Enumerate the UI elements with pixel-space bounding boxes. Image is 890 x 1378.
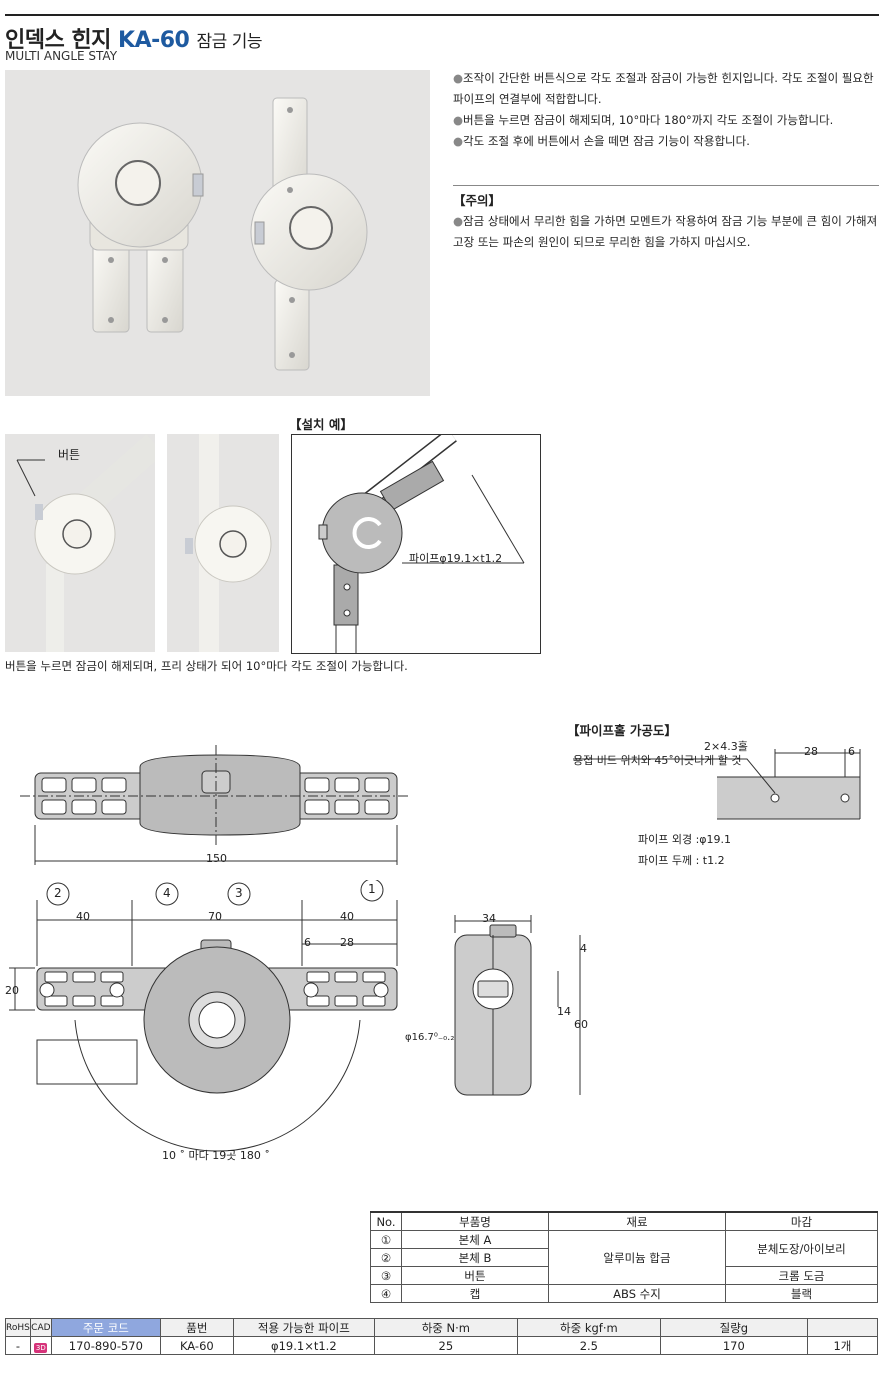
caution-title: 【주의】 [453,193,502,208]
order-header-code: 주문 코드 [50,1318,161,1337]
dim-28: 28 [340,936,354,949]
pipe-hole-label: 2×4.3홀 [704,740,748,753]
order-header-part: 품번 [159,1318,234,1337]
parts-header-no: No. [370,1211,402,1231]
dim-34: 34 [482,912,496,925]
parts-header-material: 재료 [548,1211,726,1231]
angle-note: 10 ˚ 마다 19곳 180 ˚ [162,1149,270,1162]
top-rule [5,14,879,16]
order-header-pipe: 적용 가능한 파이프 [232,1318,375,1337]
order-header-load-nm: 하중 N·m [373,1318,518,1337]
pipe-thickness: 파이프 두께 : t1.2 [638,854,725,867]
pipe-hole-dim-28: 28 [804,745,818,758]
order-header-unit [806,1318,879,1337]
side-view-drawing [440,915,590,1100]
description-bullet-3: ●각도 조절 후에 버튼에서 손을 떼면 잠금 기능이 작용합니다. [453,134,750,148]
table-row: ① 본체 A 알루미늄 합금 분체도장/아이보리 [370,1230,878,1285]
order-header-load-kgf: 하중 kgf·m [516,1318,661,1337]
table-row: - 3D 170-890-570 KA-60 φ19.1×t1.2 25 2.5… [5,1336,879,1355]
description-bullet-2: ●버튼을 누르면 잠금이 해제되며, 10°마다 180°까지 각도 조절이 가… [453,113,834,127]
page-title: 인덱스 힌지 KA-60 잠금 기능 [5,28,263,53]
install-photo-2 [167,434,279,652]
dim-40-left: 40 [76,910,90,923]
page-subtitle: MULTI ANGLE STAY [5,49,118,63]
description: ●조작이 간단한 버튼식으로 각도 조절과 잠금이 가능한 힌지입니다. 각도 … [453,68,883,152]
description-separator [453,185,879,186]
product-photo [5,70,430,396]
install-photo-1 [5,434,164,652]
description-bullet-1: ●조작이 간단한 버튼식으로 각도 조절과 잠금이 가능한 힌지입니다. 각도 … [453,71,874,106]
parts-header-name: 부품명 [401,1211,549,1231]
dim-60: 60 [574,1018,588,1031]
dim-20: 20 [5,984,19,997]
cad-3d-icon[interactable]: 3D [34,1342,48,1353]
table-row: ③ 버튼 크롬 도금 [370,1266,878,1285]
table-row: ④ 캡 ABS 수지 블랙 [370,1284,878,1303]
dim-40-right: 40 [340,910,354,923]
order-header-mass: 질량g [659,1318,808,1337]
dim-4: 4 [580,942,587,955]
pipe-hole-drawing [565,735,865,825]
dim-14: 14 [557,1005,571,1018]
title-suffix: 잠금 기능 [196,32,263,52]
install-caption: 버튼을 누르면 잠금이 해제되며, 프리 상태가 되어 10°마다 각도 조절이… [5,659,408,673]
install-diagram [291,428,541,654]
dim-16-7: φ16.7⁰₋₀.₂ [405,1032,455,1043]
order-table: RoHS CAD 주문 코드 품번 적용 가능한 파이프 하중 N·m 하중 k… [5,1318,879,1355]
front-view-drawing [5,878,415,1170]
dim-150: 150 [206,852,227,865]
order-header-rohs: RoHS [5,1318,31,1337]
caution-block: 【주의】 ●잠금 상태에서 무리한 힘을 가하면 모멘트가 작용하여 잠금 기능… [453,190,883,253]
callout-2: 2 [54,886,62,900]
dim-6: 6 [304,936,311,949]
callout-3: 3 [235,886,243,900]
pipe-hole-note: 용접 비드 위치와 45˚어긋나게 할 것 [573,754,742,767]
callout-1: 1 [368,882,376,896]
pipe-label: 파이프φ19.1×t1.2 [409,552,503,565]
caution-text: ●잠금 상태에서 무리한 힘을 가하면 모멘트가 작용하여 잠금 기능 부분에 … [453,214,878,249]
order-code: 170-890-570 [50,1336,161,1355]
pipe-hole-dim-6: 6 [848,745,855,758]
order-header-cad: CAD [29,1318,52,1337]
parts-header-finish: 마감 [725,1211,878,1231]
parts-table: No. 부품명 재료 마감 ① 본체 A 알루미늄 합금 분체도장/아이보리 ②… [370,1211,878,1303]
pipe-outer-diameter: 파이프 외경 :φ19.1 [638,833,732,846]
top-view-drawing [20,745,410,870]
callout-4: 4 [163,886,171,900]
model-number: KA-60 [118,28,190,53]
install-title: 【설치 예】 [289,417,353,432]
dim-70: 70 [208,910,222,923]
pipe-hole-title: 【파이프홀 가공도】 [567,723,677,738]
install-button-label: 버튼 [58,448,81,462]
